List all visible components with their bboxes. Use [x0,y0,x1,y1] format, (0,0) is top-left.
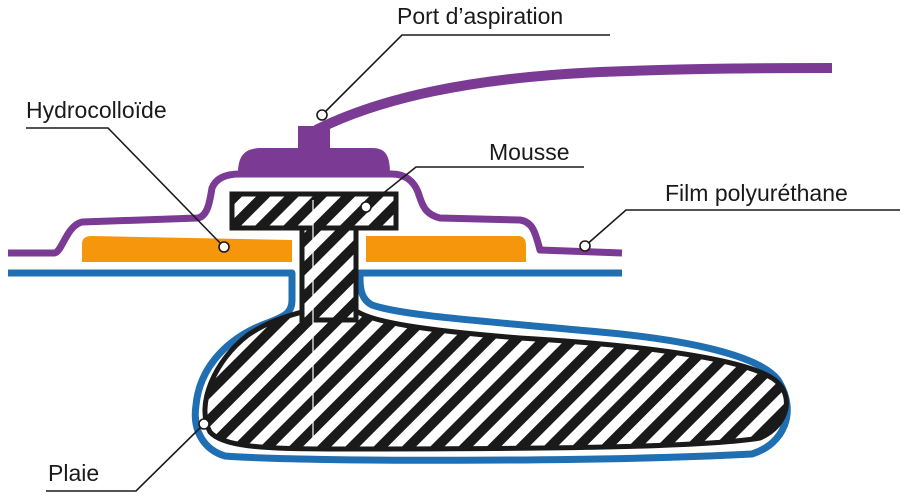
label-hydrocolloid-leader [26,127,230,253]
label-mousse-leader [360,166,584,213]
foam-stem [229,191,399,445]
wound-foam [202,309,789,452]
suction-port [238,63,833,174]
hydrocolloid-pad-left [82,236,292,262]
label-film-leader [579,209,900,252]
hydrocolloid-pad-right [366,236,526,262]
label-hydrocolloid: Hydrocolloïde [26,97,167,123]
wound-liner-left [8,269,791,464]
label-plaie: Plaie [48,460,99,486]
label-plaie-leader [46,418,210,492]
label-film: Film polyuréthane [665,180,848,206]
suction-tube [313,63,833,135]
label-mousse: Mousse [489,139,570,165]
label-port-leader [316,34,610,121]
label-port: Port d’aspiration [397,3,563,29]
